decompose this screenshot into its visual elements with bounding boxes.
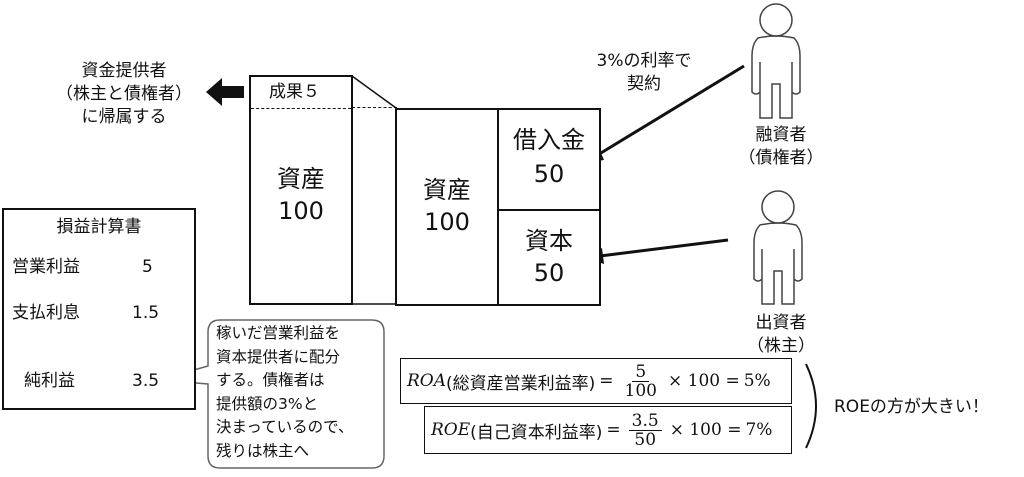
callout-line-4: 提供額の3%と [216,394,319,413]
fund-providers-note: 資金提供者 （株主と債権者） に帰属する [40,60,208,129]
operating-profit-label: 営業利益 [12,257,80,277]
creditor-line-1: 融資者 [755,125,807,145]
left-assets-value: 100 [278,197,324,225]
debt-label: 借入金 [513,126,585,154]
shareholder-line-1: 出資者 [755,313,807,333]
left-arrow-icon [206,78,244,106]
roa-formula: ROA (総資産営業利益率) = 5 100 × 100 = 5% [400,358,792,404]
right-assets-value: 100 [424,208,470,236]
result-label: 成果５ [269,82,320,102]
formula-bracket [805,363,817,449]
equity-value: 50 [533,259,565,287]
equity-box: 資本 50 [497,209,601,306]
creditor-arrow-line [595,64,745,158]
net-income-label: 純利益 [24,371,75,391]
roe-equals: = [606,420,621,440]
roe-formula: ROE (自己資本利益率) = 3.5 50 × 100 = 7% [424,406,792,454]
shareholder-label: 出資者 （株主） [726,312,836,358]
callout-line-2: 資本提供者に配分 [216,347,341,366]
roe-times: × 100 = [669,420,742,440]
callout-text: 稼いだ営業利益を 資本提供者に配分 する。債権者は 提供額の3%と 決まっている… [216,322,384,463]
roa-times: × 100 = [667,371,740,391]
debt-box: 借入金 50 [497,108,601,211]
callout-line-6: 残りは株主へ [216,441,310,460]
right-assets-label: 資産 [423,176,471,204]
operating-profit-value: 5 [142,257,153,277]
connector-top-line [351,75,397,109]
net-income-value: 3.5 [132,371,160,391]
interest-expense-value: 1.5 [132,303,160,323]
result-divider [251,108,351,109]
roa-fraction: 5 100 [622,363,660,400]
callout-line-1: 稼いだ営業利益を [216,324,341,342]
roa-equals: = [599,371,614,391]
callout-line-5: 決まっているので、 [216,418,354,436]
roe-name: (自己資本利益率) [470,422,603,443]
equity-label: 資本 [525,227,573,255]
roe-result: 7% [745,420,773,440]
roe-numerator: 3.5 [628,412,662,431]
creditor-line-2: （債権者） [738,148,824,168]
contract-note-line-2: 契約 [627,74,661,94]
left-balance-box: 成果５ 資産 100 [249,75,353,305]
roa-numerator: 5 [632,363,650,382]
creditor-label: 融資者 （債権者） [726,124,836,170]
roa-abbr: ROA [407,371,447,391]
fund-providers-line-3: に帰属する [81,107,167,127]
roa-result: 5% [743,371,771,391]
conclusion-text: ROEの方が大きい！ [834,397,989,417]
right-assets-box: 資産 100 [395,108,499,306]
fund-providers-line-1: 資金提供者 [81,61,167,81]
shareholder-arrow-line [599,238,729,258]
result-divider-extension [352,107,397,108]
income-statement-title: 損益計算書 [56,217,142,237]
gap-left-edge [351,106,353,304]
roe-fraction: 3.5 50 [628,412,662,450]
left-assets-label: 資産 [277,165,325,193]
contract-note-line-1: 3%の利率で [596,51,692,71]
shareholder-line-2: （株主） [747,336,815,356]
creditor-person-icon [751,3,801,119]
shareholder-person-icon [753,190,803,305]
callout-bubble [157,319,385,469]
roa-name: (総資産営業利益率) [446,373,596,394]
roe-abbr: ROE [431,420,471,440]
callout-line-3: する。債権者は [216,371,325,389]
roe-denominator: 50 [634,429,657,450]
income-statement-box: 損益計算書 営業利益 5 支払利息 1.5 純利益 3.5 [2,208,196,410]
roa-denominator: 100 [624,380,657,401]
interest-expense-label: 支払利息 [12,303,80,323]
fund-providers-line-2: （株主と債権者） [56,84,192,104]
contract-note: 3%の利率で 契約 [584,50,704,96]
debt-value: 50 [533,160,565,188]
